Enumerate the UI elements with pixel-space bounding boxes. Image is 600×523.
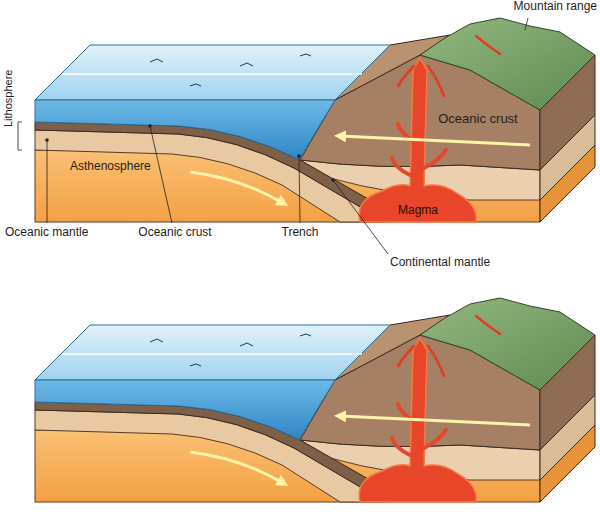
leader-line [525,18,528,30]
callout-label: Continental mantle [390,256,490,270]
region-label: Mountain range [514,0,597,14]
leader-dots [45,124,335,182]
panel-bottom [35,298,595,502]
panel-top [35,18,595,222]
lithosphere-bracket [18,122,22,150]
leader-dot [45,138,49,142]
callout-label: Trench [282,226,319,240]
callout-label: Oceanic mantle [5,226,88,240]
leader-dot [331,178,335,182]
leader-dot [297,154,301,158]
callout-label: Oceanic crust [138,226,211,240]
leader-line [47,140,48,223]
region-label: Oceanic crust [438,112,517,127]
leader-line [299,156,300,223]
region-label: Asthenosphere [70,160,151,174]
leader-dot [148,124,152,128]
leader-line [150,126,172,223]
region-label: Magma [398,204,438,218]
leader-line [333,180,388,254]
bracket-label: Lithosphere [3,69,16,127]
leader-lines [18,18,528,254]
